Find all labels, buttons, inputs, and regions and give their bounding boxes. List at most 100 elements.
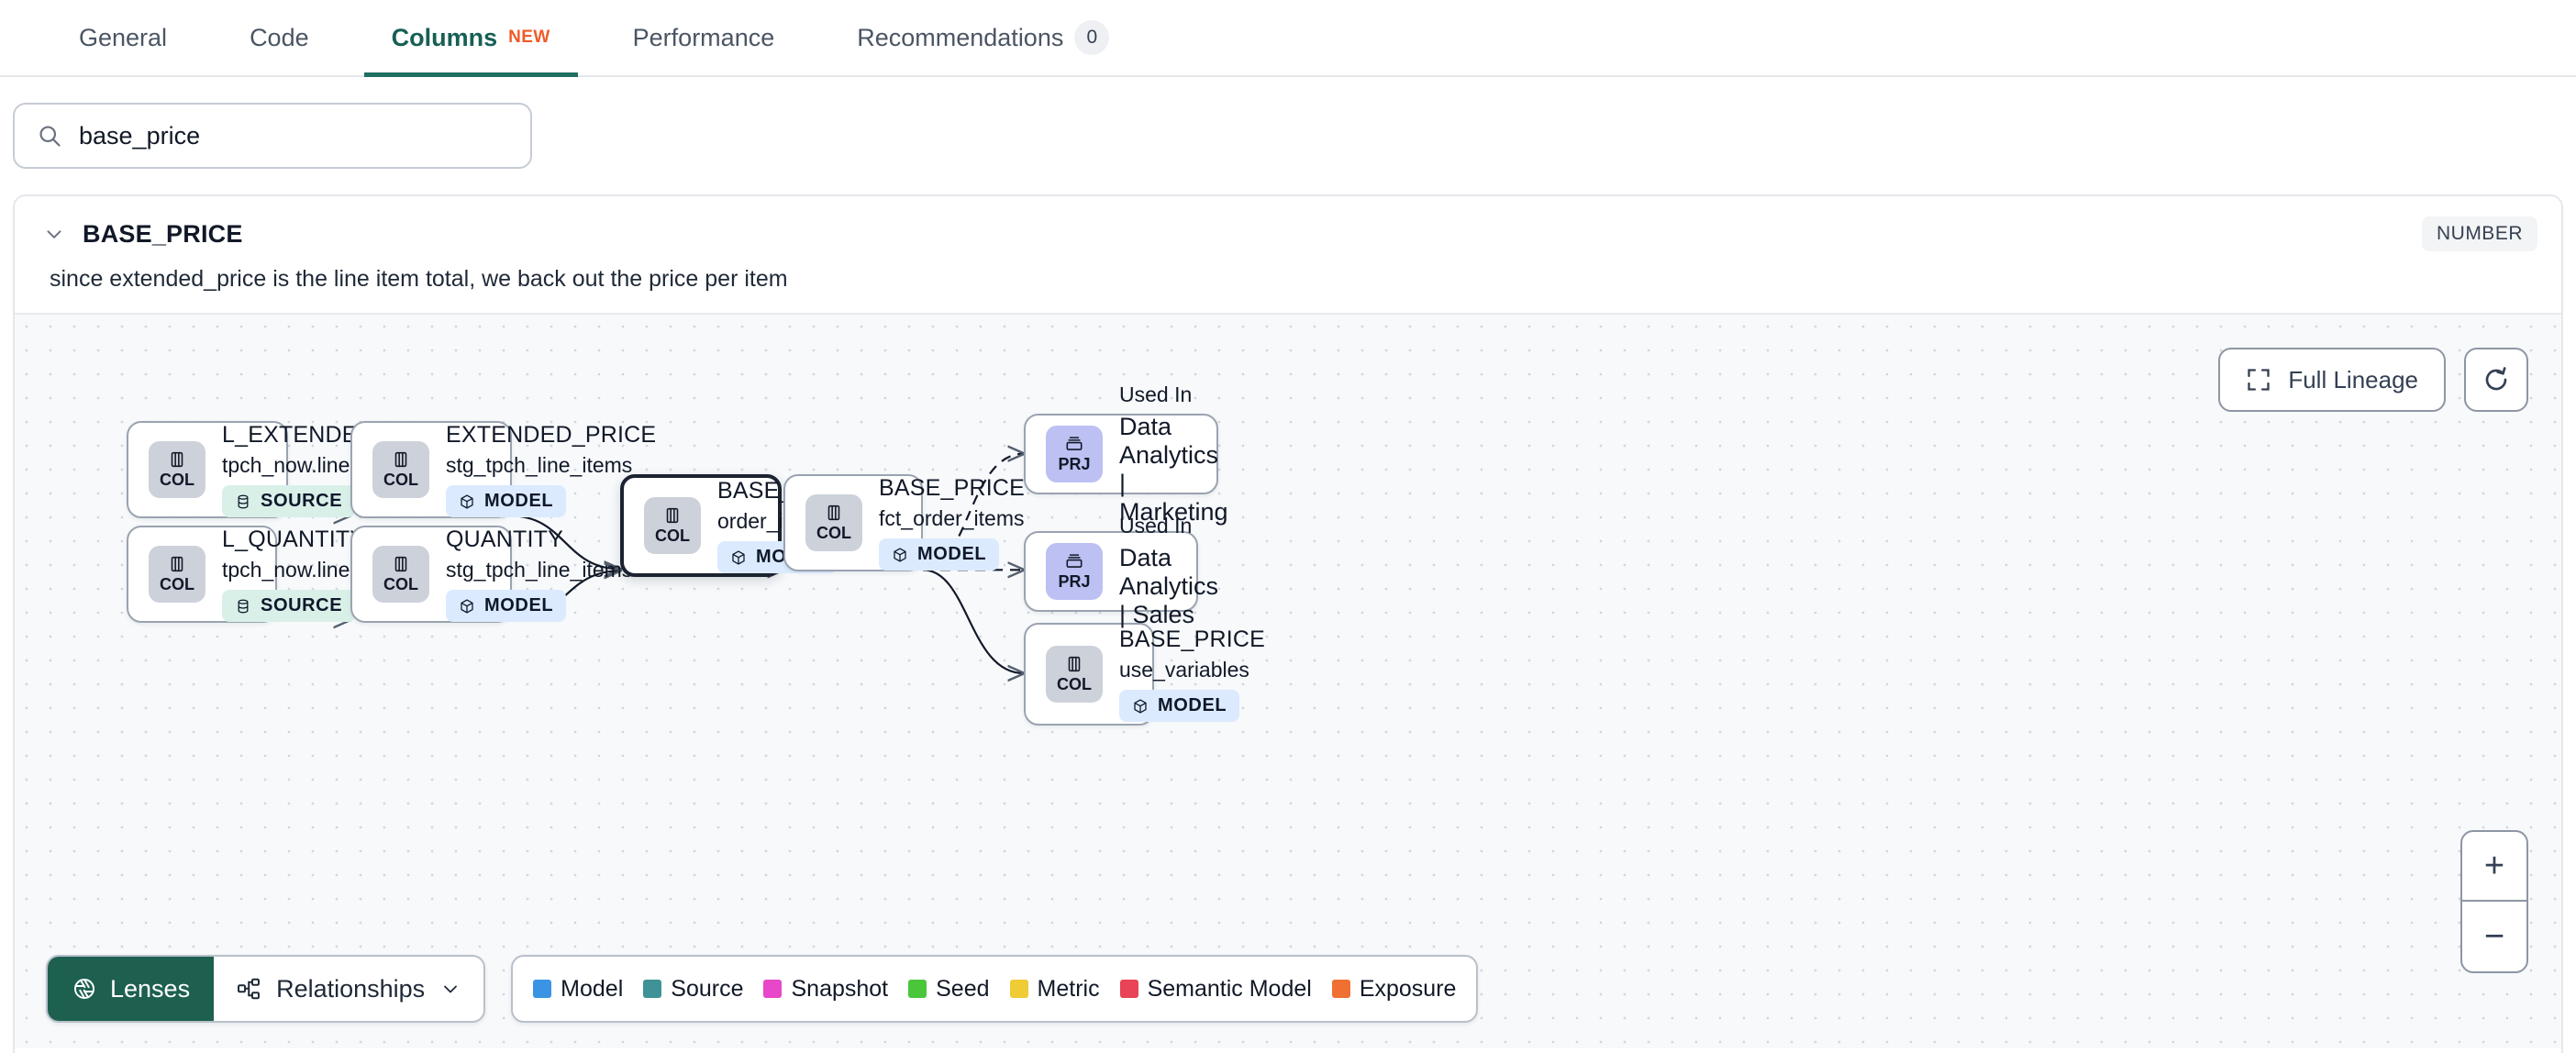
legend-item-seed: Seed	[908, 975, 990, 1003]
legend-item-source: Source	[643, 976, 743, 1003]
lineage-node-extended-price[interactable]: COL EXTENDED_PRICE stg_tpch_line_items M…	[350, 421, 656, 518]
tab-recommendations[interactable]: Recommendations 0	[829, 0, 1137, 75]
node-title: L_QUANTITY	[222, 526, 366, 552]
node-title: BASE_PRICE	[879, 475, 1026, 501]
tab-label: Code	[250, 23, 309, 51]
prj-kind-label: PRJ	[1058, 455, 1091, 473]
lens-group: Lenses Relationships	[46, 955, 486, 1023]
lineage-node-base-price-use-variables[interactable]: COL BASE_PRICE use_variables MODEL	[1024, 623, 1265, 726]
node-badge-label: MODEL	[917, 544, 987, 564]
legend-item-metric: Metric	[1009, 976, 1100, 1003]
column-panel: BASE_PRICE NUMBER since extended_price i…	[13, 194, 2563, 1053]
project-name: Data Analytics | Marketing	[1119, 412, 1228, 526]
tab-general[interactable]: General	[51, 0, 194, 75]
canvas-bottom-bar: Lenses Relationships	[46, 955, 1479, 1023]
cube-icon	[892, 547, 908, 563]
node-subtitle: fct_order_items	[879, 506, 1025, 530]
tab-columns[interactable]: Columns NEW	[363, 0, 578, 77]
expand-icon	[2246, 367, 2271, 393]
legend-swatch	[908, 980, 927, 998]
legend-swatch	[643, 980, 662, 998]
chevron-down-icon	[439, 978, 461, 1000]
legend-label: Seed	[936, 975, 990, 1002]
legend-swatch	[533, 980, 552, 998]
legend-swatch	[1009, 980, 1028, 998]
project-used-in-label: Used In	[1119, 382, 1193, 406]
tab-label: General	[79, 23, 168, 51]
lineage-node-l-extendedprice[interactable]: COL L_EXTENDEDPRICE tpch_now.lineitem SO…	[127, 421, 445, 518]
node-title: BASE_PRICE	[1119, 626, 1266, 652]
lineage-canvas[interactable]: Full Lineage COL L_EXTENDEDPRICE tpc	[15, 313, 2561, 1048]
zoom-in-button[interactable]: +	[2462, 832, 2526, 902]
col-kind-label: COL	[160, 471, 194, 489]
project-name: Data Analytics | Sales	[1119, 544, 1219, 628]
node-type-badge: MODEL	[446, 590, 567, 622]
zoom-out-button[interactable]: −	[2483, 916, 2505, 956]
prj-kind-badge: PRJ	[1046, 426, 1103, 482]
tab-code[interactable]: Code	[222, 0, 337, 75]
lineage-node-project-sales[interactable]: PRJ Used In Data Analytics | Sales	[1024, 514, 1218, 628]
node-type-badge: MODEL	[1119, 690, 1240, 722]
full-lineage-button[interactable]: Full Lineage	[2218, 348, 2446, 412]
column-header: BASE_PRICE NUMBER	[15, 196, 2561, 257]
col-kind-label: COL	[383, 471, 418, 489]
lenses-button[interactable]: Lenses	[48, 957, 215, 1021]
node-title: QUANTITY	[446, 526, 563, 552]
full-lineage-label: Full Lineage	[2288, 365, 2418, 393]
legend-label: Source	[671, 975, 744, 1002]
node-badge-label: MODEL	[1158, 695, 1227, 715]
search-box[interactable]	[13, 103, 532, 169]
cube-icon	[1132, 698, 1149, 715]
tab-performance[interactable]: Performance	[605, 0, 803, 75]
col-kind-label: COL	[383, 575, 418, 593]
legend-label: Semantic Model	[1147, 975, 1312, 1002]
node-subtitle: stg_tpch_line_items	[446, 558, 633, 582]
col-kind-badge: COL	[644, 497, 701, 554]
refresh-button[interactable]	[2464, 348, 2528, 412]
column-description: since extended_price is the line item to…	[50, 266, 788, 292]
lineage-node-project-marketing[interactable]: PRJ Used In Data Analytics | Marketing	[1024, 382, 1228, 526]
lineage-node-quantity[interactable]: COL QUANTITY stg_tpch_line_items MODEL	[350, 526, 632, 623]
col-kind-badge: COL	[372, 441, 429, 498]
prj-kind-badge: PRJ	[1046, 543, 1103, 600]
relationships-icon	[236, 976, 261, 1002]
lineage-node-l-quantity[interactable]: COL L_QUANTITY tpch_now.lineitem SOURCE	[127, 526, 390, 623]
col-kind-label: COL	[160, 575, 194, 593]
refresh-icon	[2482, 365, 2511, 394]
lineage-node-base-price-fct-order-items[interactable]: COL BASE_PRICE fct_order_items MODEL	[783, 474, 1025, 571]
node-badge-label: SOURCE	[261, 595, 343, 615]
node-subtitle: stg_tpch_line_items	[446, 453, 633, 477]
tab-bar: General Code Columns NEW Performance Rec…	[0, 0, 2576, 77]
column-type-badge: NUMBER	[2421, 216, 2537, 251]
col-kind-label: COL	[655, 526, 690, 545]
legend: Model Source Snapshot Seed Metric	[511, 955, 1479, 1023]
col-kind-badge: COL	[149, 546, 205, 603]
lineage-node-base-price-order-items[interactable]: COL BASE_PRICE order_items MODEL	[620, 474, 863, 577]
aperture-icon	[72, 976, 97, 1002]
node-badge-label: MODEL	[484, 491, 554, 511]
legend-item-snapshot: Snapshot	[763, 976, 888, 1003]
cube-icon	[730, 549, 747, 566]
tab-label: Recommendations	[857, 23, 1064, 51]
legend-item-exposure: Exposure	[1331, 976, 1456, 1003]
relationships-dropdown[interactable]: Relationships	[214, 957, 483, 1021]
legend-item-model: Model	[533, 976, 623, 1003]
node-type-badge: MODEL	[446, 485, 567, 517]
lenses-label: Lenses	[110, 974, 191, 1003]
project-used-in-label: Used In	[1119, 514, 1193, 538]
search-area	[0, 77, 2576, 169]
legend-label: Model	[561, 975, 624, 1002]
col-kind-badge: COL	[805, 494, 862, 551]
database-icon	[235, 493, 251, 510]
node-type-badge: SOURCE	[222, 485, 356, 517]
cube-icon	[459, 598, 475, 615]
relationships-label: Relationships	[276, 974, 426, 1003]
tab-label: Columns	[391, 23, 498, 51]
chevron-down-icon[interactable]	[39, 218, 70, 249]
col-kind-badge: COL	[1046, 646, 1103, 703]
search-input[interactable]	[79, 121, 508, 150]
col-kind-label: COL	[816, 524, 851, 542]
canvas-top-controls: Full Lineage	[2218, 348, 2528, 412]
legend-swatch	[763, 980, 783, 998]
prj-kind-label: PRJ	[1058, 572, 1091, 591]
